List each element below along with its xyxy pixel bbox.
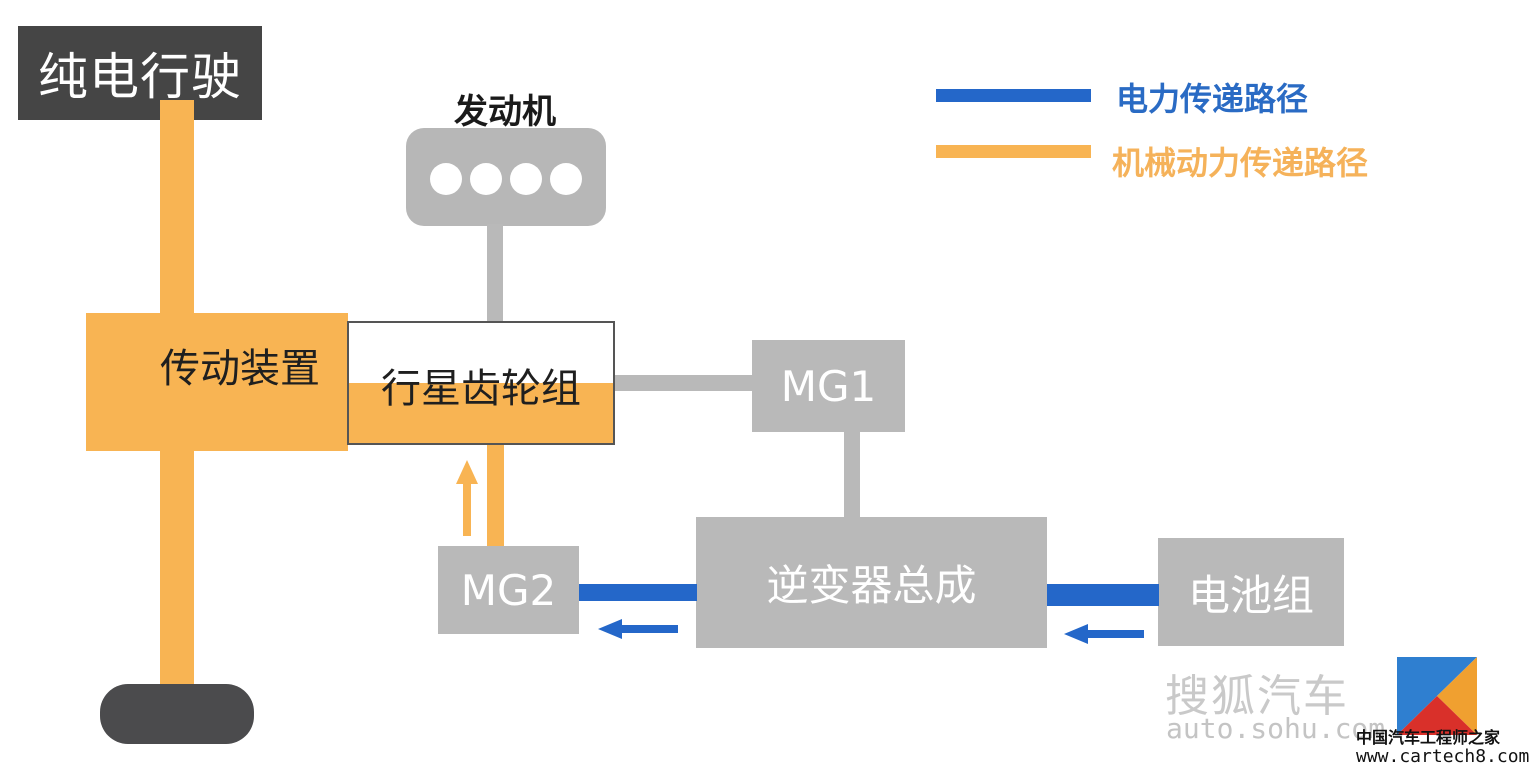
mg2-box: MG2 xyxy=(438,546,579,634)
cartech-logo-icon xyxy=(1397,657,1477,735)
planetary-gear-box xyxy=(347,321,615,445)
planetary-mg1-shaft xyxy=(615,375,755,391)
drive-shaft-upper xyxy=(160,100,194,320)
mg1-inverter-link xyxy=(844,430,860,520)
engine-label: 发动机 xyxy=(454,92,556,132)
engine-cylinder-icon xyxy=(470,163,502,195)
legend-mechanical-label: 机械动力传递路径 xyxy=(1112,144,1369,182)
engine-shaft xyxy=(487,224,503,324)
legend-electric-line xyxy=(936,89,1091,102)
legend-electric-label: 电力传递路径 xyxy=(1116,80,1309,118)
battery-box: 电池组 xyxy=(1158,538,1344,646)
sohu-watermark: 搜狐汽车 xyxy=(1165,671,1349,722)
inverter-mg2-electric-link xyxy=(579,584,697,601)
engine-cylinder-icon xyxy=(550,163,582,195)
legend-mechanical-line xyxy=(936,145,1091,158)
battery-inverter-electric-link xyxy=(1047,584,1159,606)
mg1-box: MG1 xyxy=(752,340,905,432)
cartech-watermark-url: www.cartech8.com xyxy=(1356,746,1529,767)
transmission-label: 传动装置 xyxy=(160,346,320,392)
mg2-planetary-shaft xyxy=(487,445,504,548)
mechanical-flow-arrow-icon xyxy=(456,460,478,536)
electric-flow-arrow-icon xyxy=(598,619,678,639)
engine-cylinder-icon xyxy=(510,163,542,195)
electric-flow-arrow-icon xyxy=(1064,624,1144,644)
engine-cylinder-icon xyxy=(430,163,462,195)
transmission-box xyxy=(86,313,348,451)
planetary-gear-label: 行星齿轮组 xyxy=(381,366,581,412)
engine-box xyxy=(406,128,606,226)
wheel xyxy=(100,684,254,744)
cartech-watermark-name: 中国汽车工程师之家 xyxy=(1356,728,1501,747)
drive-shaft-lower xyxy=(160,445,194,690)
inverter-box: 逆变器总成 xyxy=(696,517,1047,648)
mode-title: 纯电行驶 xyxy=(18,26,262,120)
sohu-watermark-url: auto.sohu.com xyxy=(1166,712,1386,745)
